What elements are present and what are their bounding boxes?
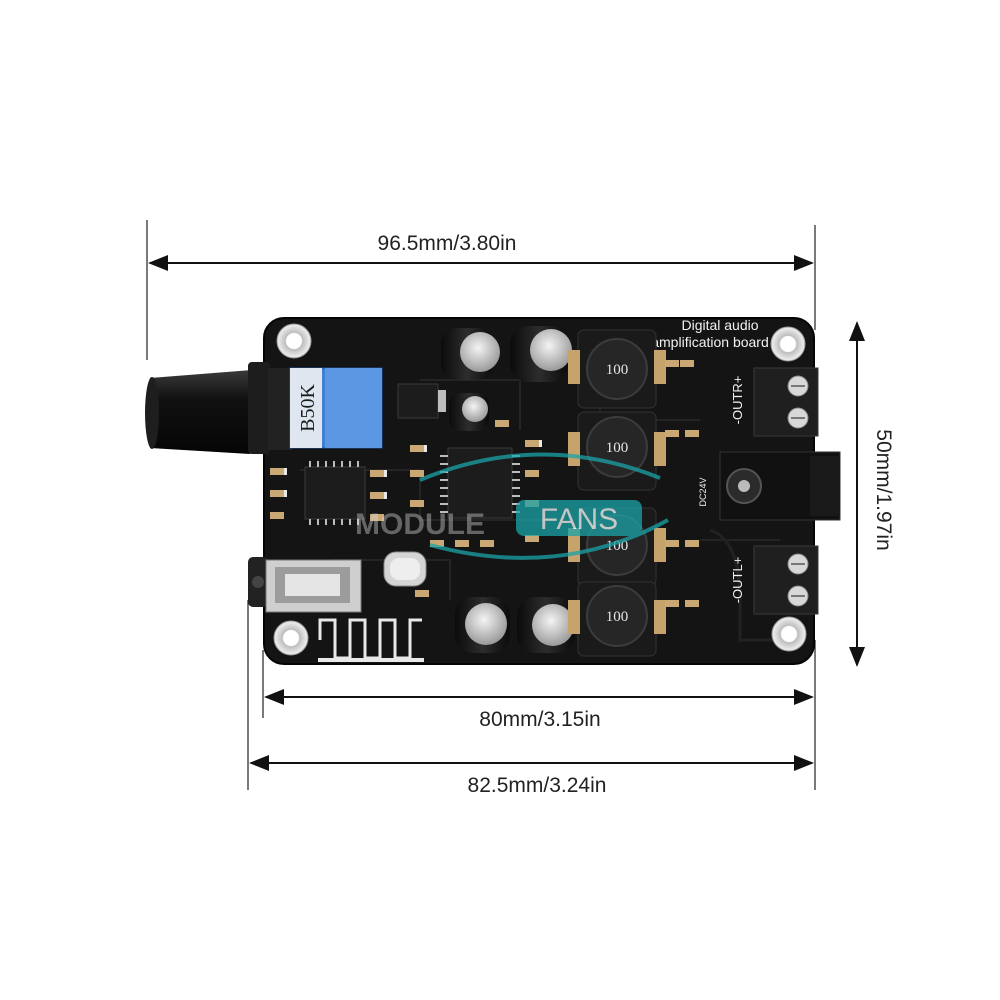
terminal-outr — [753, 367, 819, 437]
inductor-marking: 100 — [606, 440, 629, 456]
capacitor — [517, 597, 575, 653]
mounting-hole-bottom-right — [771, 616, 807, 652]
regulator-chip — [397, 383, 446, 419]
board-title-line2: amplification board — [651, 334, 769, 350]
inductor: 100 — [568, 329, 666, 409]
dc-voltage-label: DC24V — [698, 477, 708, 506]
bluetooth-chip — [304, 461, 366, 525]
board-title-line1: Digital audio — [681, 317, 758, 333]
antenna-trace — [318, 618, 424, 662]
capacitor — [510, 326, 572, 382]
dim-top-width: 96.5mm/3.80in — [378, 232, 517, 255]
inductor: 100 — [568, 581, 666, 657]
capacitor — [455, 597, 510, 653]
dimension-lines — [146, 220, 865, 790]
mounting-hole-top-left — [276, 323, 312, 359]
terminal-outr-label: -OUTR+ — [730, 376, 745, 425]
inductor: 100 — [568, 411, 666, 491]
terminal-outl — [753, 545, 819, 615]
dc-power-jack — [719, 451, 841, 521]
watermark-prefix: MODULE — [355, 508, 485, 541]
audio-jack — [248, 557, 362, 613]
small-capacitor — [449, 393, 489, 431]
inductor-marking: 100 — [606, 609, 629, 625]
capacitor — [441, 328, 500, 380]
brand-watermark: MODULE FANS — [355, 452, 669, 560]
smd-components — [270, 360, 699, 607]
dim-board-width: 82.5mm/3.24in — [468, 774, 607, 797]
crystal-oscillator — [383, 551, 427, 587]
potentiometer-body: B50K — [289, 367, 383, 449]
dim-hole-spacing: 80mm/3.15in — [479, 708, 600, 731]
potentiometer-value-label: B50K — [297, 384, 319, 432]
watermark-badge: FANS — [540, 503, 618, 536]
mounting-hole-top-right — [770, 326, 806, 362]
terminal-outl-label: -OUTL+ — [730, 557, 745, 604]
volume-knob — [145, 362, 292, 454]
mounting-hole-bottom-left — [273, 620, 309, 656]
dim-right-height: 50mm/1.97in — [872, 429, 895, 550]
inductor-marking: 100 — [606, 362, 629, 378]
